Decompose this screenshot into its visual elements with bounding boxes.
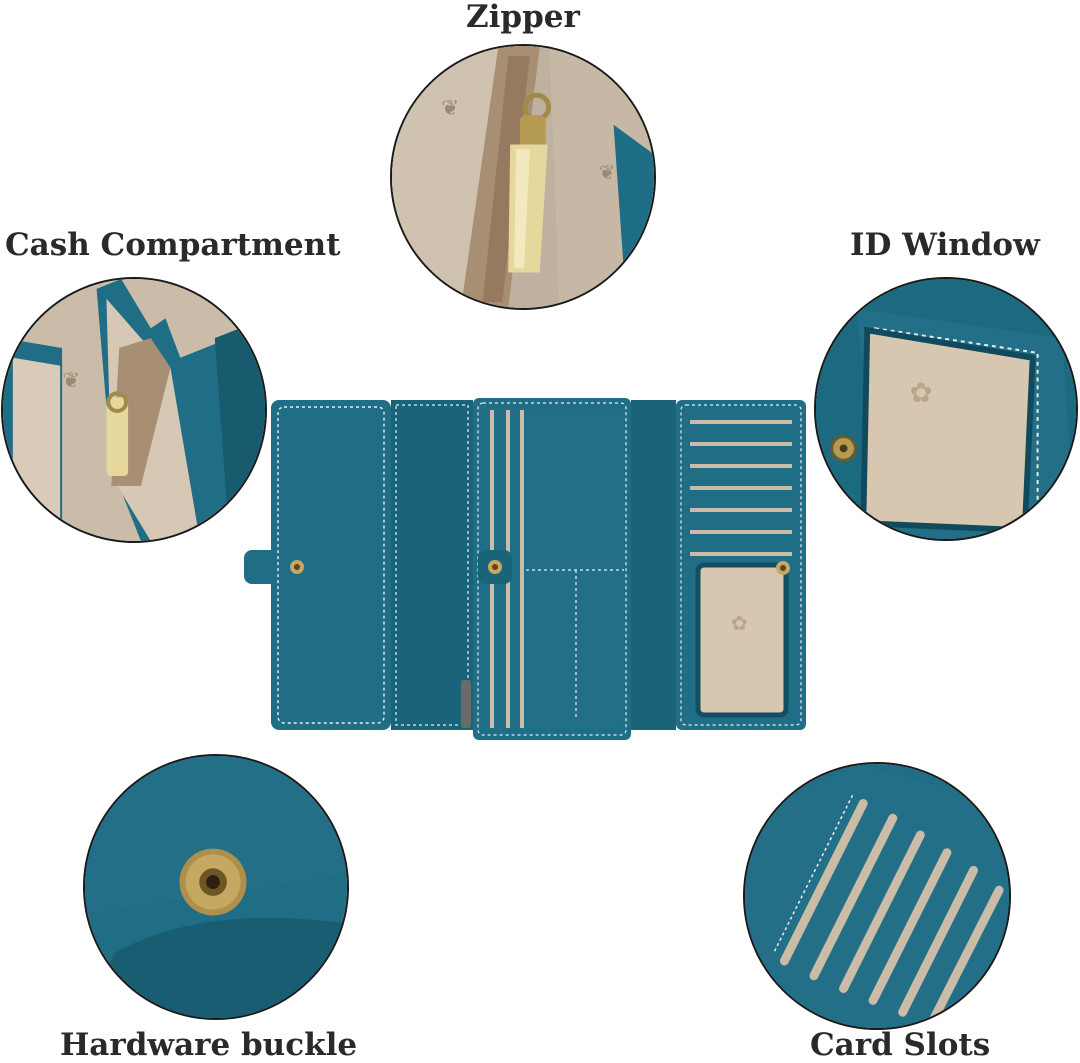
hardware-buckle-detail-photo <box>83 754 349 1020</box>
hardware-buckle-illustration <box>85 756 347 1018</box>
zipper-detail-photo: ❦ ❦ <box>390 44 656 310</box>
label-hardware-buckle: Hardware buckle <box>60 1027 358 1063</box>
label-zipper: Zipper <box>466 0 580 35</box>
label-cash-compartment: Cash Compartment <box>5 227 341 263</box>
id-window-illustration: ✿ <box>816 279 1076 539</box>
svg-text:❦: ❦ <box>62 368 80 393</box>
zipper-detail-illustration: ❦ ❦ <box>392 46 654 308</box>
wallet-open-illustration: ✿ <box>244 398 806 740</box>
svg-text:❦: ❦ <box>599 161 616 184</box>
cash-compartment-illustration: ❦ <box>3 279 265 541</box>
svg-text:❦: ❦ <box>441 96 459 121</box>
label-card-slots: Card Slots <box>810 1027 991 1063</box>
cash-compartment-detail-photo: ❦ <box>1 277 267 543</box>
svg-text:✿: ✿ <box>910 376 933 409</box>
id-window-detail-photo: ✿ <box>814 277 1078 541</box>
wallet-open-photo: ✿ <box>238 390 813 745</box>
card-slots-detail-photo <box>743 762 1011 1030</box>
svg-text:✿: ✿ <box>731 611 748 635</box>
card-slots-illustration <box>745 764 1009 1028</box>
label-id-window: ID Window <box>850 227 1040 263</box>
